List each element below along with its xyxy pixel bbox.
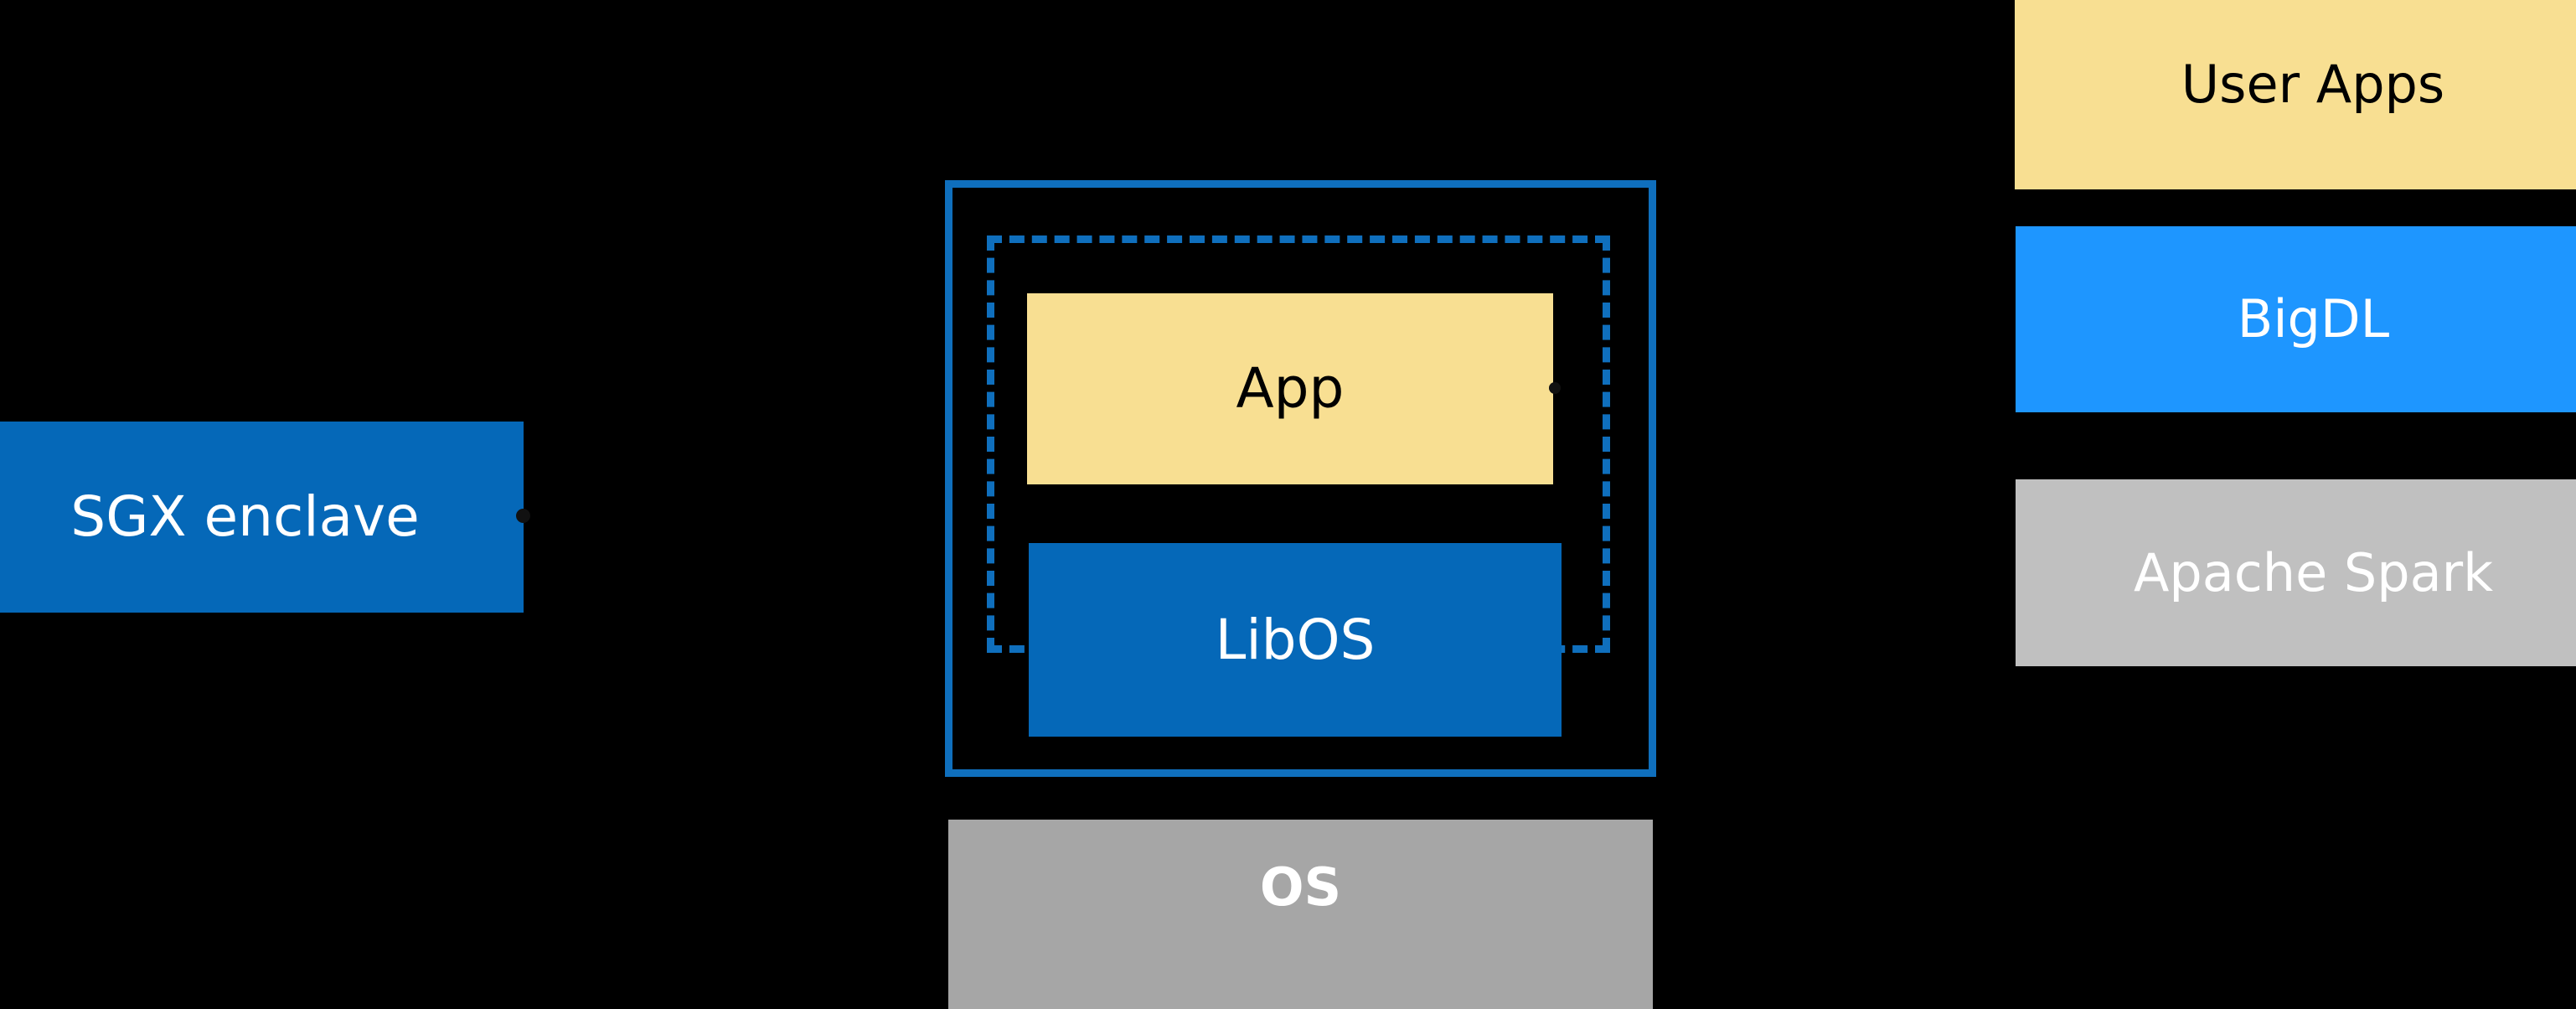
enclave-outer-frame (945, 180, 1656, 777)
apache-spark-box: Apache Spark (2016, 479, 2576, 666)
bigdl-label: BigDL (2237, 288, 2390, 350)
libos-box: LibOS (1029, 543, 1562, 737)
user-apps-label: User Apps (2181, 54, 2445, 116)
app-box: App (1027, 293, 1553, 484)
os-box: OS (948, 820, 1653, 1009)
app-connector-dot (1549, 382, 1561, 394)
apache-spark-label: Apache Spark (2133, 541, 2494, 603)
sgx-enclave-box: SGX enclave (0, 422, 524, 613)
sgx-enclave-label: SGX enclave (70, 484, 420, 550)
sgx-connector-dot (516, 509, 530, 523)
libos-label: LibOS (1215, 607, 1376, 672)
app-label: App (1236, 356, 1345, 422)
bigdl-box: BigDL (2016, 226, 2576, 412)
user-apps-box: User Apps (2015, 0, 2576, 189)
os-label: OS (1259, 856, 1342, 918)
